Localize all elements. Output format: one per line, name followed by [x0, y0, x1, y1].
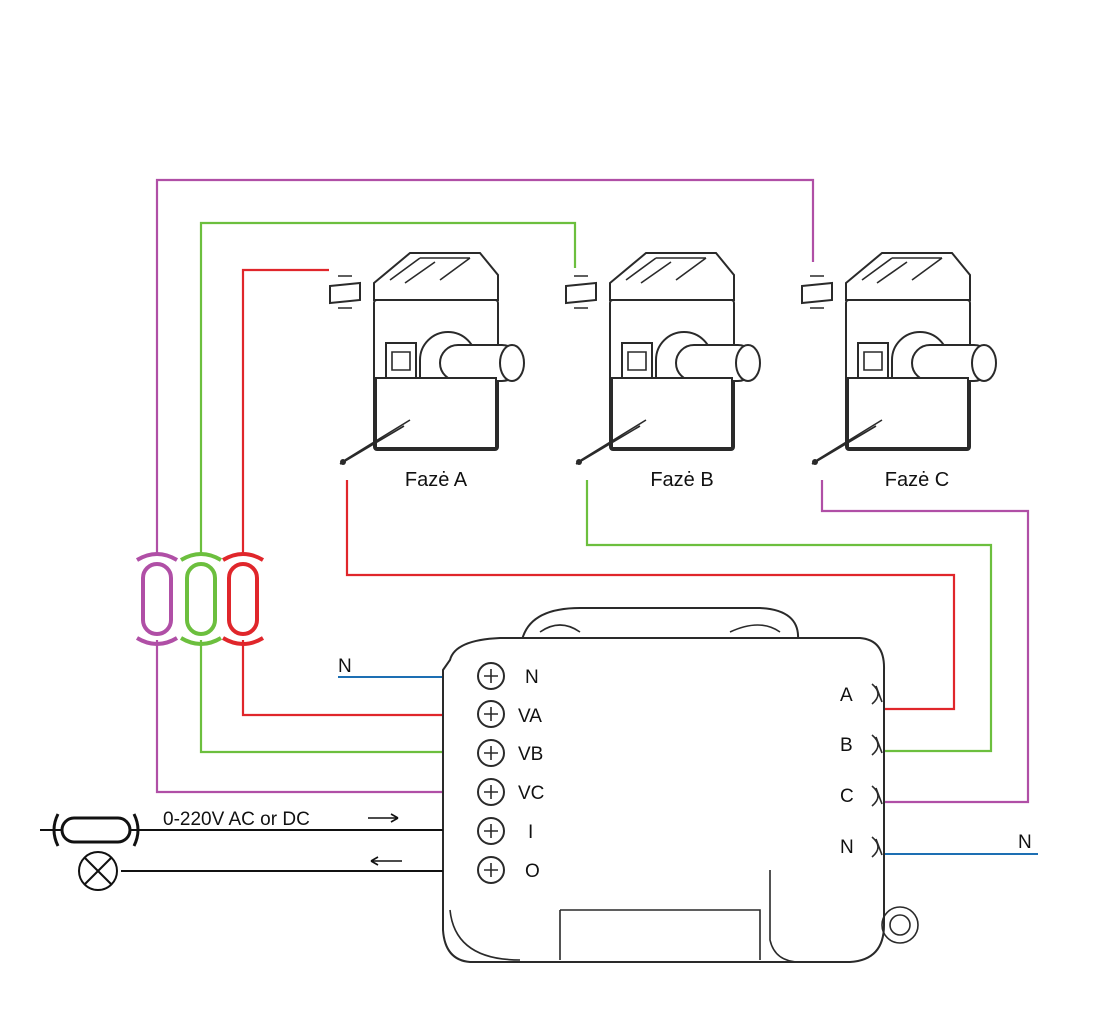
- phase-a-wires: [241, 268, 956, 717]
- terminal-label-o: O: [525, 861, 540, 882]
- sensor-label-a: Fazė A: [405, 469, 468, 491]
- current-sensor-b: [565, 252, 761, 465]
- phase-b-voltage-wire: [199, 221, 577, 555]
- arrow-left-icon: [370, 856, 402, 866]
- neutral-label-right: N: [1018, 832, 1032, 853]
- phase-c-voltage-wire: [155, 178, 815, 555]
- current-sensor-c: [801, 252, 997, 465]
- terminal-label-n-right: N: [840, 837, 854, 858]
- phase-c-voltage-wire-lower: [155, 640, 443, 794]
- fuse-phase-c-icon: [135, 552, 179, 646]
- terminal-label-n: N: [525, 667, 539, 688]
- left-terminal-screws: [477, 662, 505, 884]
- neutral-wires: [338, 676, 1038, 855]
- fuse-phase-b-icon: [179, 552, 223, 646]
- lamp-icon: [78, 851, 118, 891]
- terminal-label-vc: VC: [518, 783, 544, 804]
- arrow-right-icon: [368, 813, 399, 823]
- phase-b-voltage-wire-lower: [199, 640, 443, 754]
- terminal-label-i: I: [528, 822, 533, 843]
- right-terminal-clips: [871, 683, 883, 858]
- phase-c-wires: [155, 178, 1030, 804]
- energy-meter-module: [442, 607, 919, 963]
- phase-b-ct-wire: [585, 480, 993, 753]
- terminal-label-a: A: [840, 685, 853, 706]
- terminal-label-b: B: [840, 735, 853, 756]
- neutral-label-left: N: [338, 656, 352, 677]
- sensor-label-b: Fazė B: [650, 469, 713, 491]
- phase-b-wires: [199, 221, 993, 754]
- phase-a-voltage-wire-lower: [241, 640, 443, 717]
- phase-a-voltage-wire: [241, 268, 329, 555]
- phase-a-ct-wire: [345, 480, 956, 711]
- fuse-phase-a-icon: [221, 552, 265, 646]
- terminal-label-c: C: [840, 786, 854, 807]
- terminal-label-vb: VB: [518, 744, 543, 765]
- sensor-label-c: Fazė C: [885, 469, 949, 491]
- supply-fuse-icon: [52, 813, 140, 847]
- terminal-label-va: VA: [518, 706, 542, 727]
- supply-label: 0-220V AC or DC: [163, 809, 310, 830]
- current-sensor-a: [329, 252, 525, 465]
- phase-c-ct-wire: [820, 480, 1030, 804]
